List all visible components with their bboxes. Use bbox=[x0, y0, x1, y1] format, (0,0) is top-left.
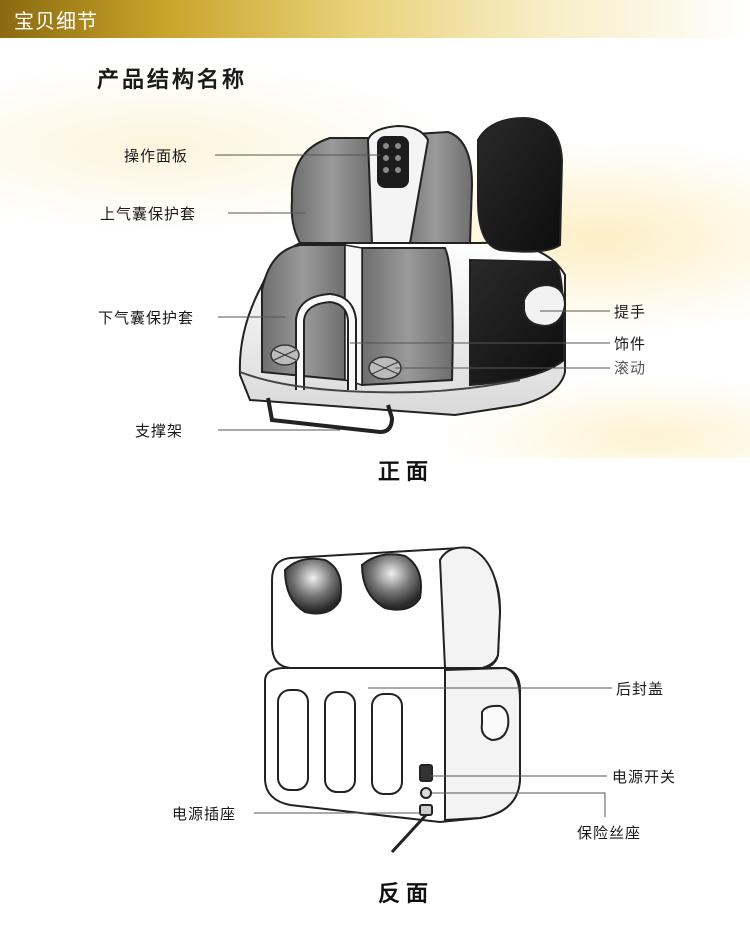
label-fuse-holder: 保险丝座 bbox=[577, 824, 642, 842]
label-rear-cover: 后封盖 bbox=[616, 680, 665, 698]
back-view-illustration bbox=[264, 546, 521, 854]
label-control-panel: 操作面板 bbox=[124, 147, 189, 165]
label-power-socket: 电源插座 bbox=[172, 805, 237, 823]
label-upper-airbag-cover: 上气囊保护套 bbox=[100, 205, 197, 223]
section-title: 产品结构名称 bbox=[97, 68, 248, 93]
header-bar: 宝贝细节 bbox=[0, 0, 750, 38]
label-power-switch: 电源开关 bbox=[612, 768, 677, 786]
front-view-illustration bbox=[238, 116, 567, 435]
label-ornament: 饰件 bbox=[614, 335, 647, 353]
label-lower-airbag-cover: 下气囊保护套 bbox=[98, 309, 195, 327]
label-handle: 提手 bbox=[614, 303, 647, 321]
header-title: 宝贝细节 bbox=[14, 9, 98, 33]
label-support-frame: 支撑架 bbox=[135, 422, 184, 440]
front-leader-lines bbox=[215, 154, 610, 431]
caption-back: 反面 bbox=[378, 882, 435, 907]
caption-front: 正面 bbox=[378, 460, 435, 485]
label-roller: 滚动 bbox=[614, 359, 647, 377]
back-leader-lines bbox=[254, 687, 612, 817]
